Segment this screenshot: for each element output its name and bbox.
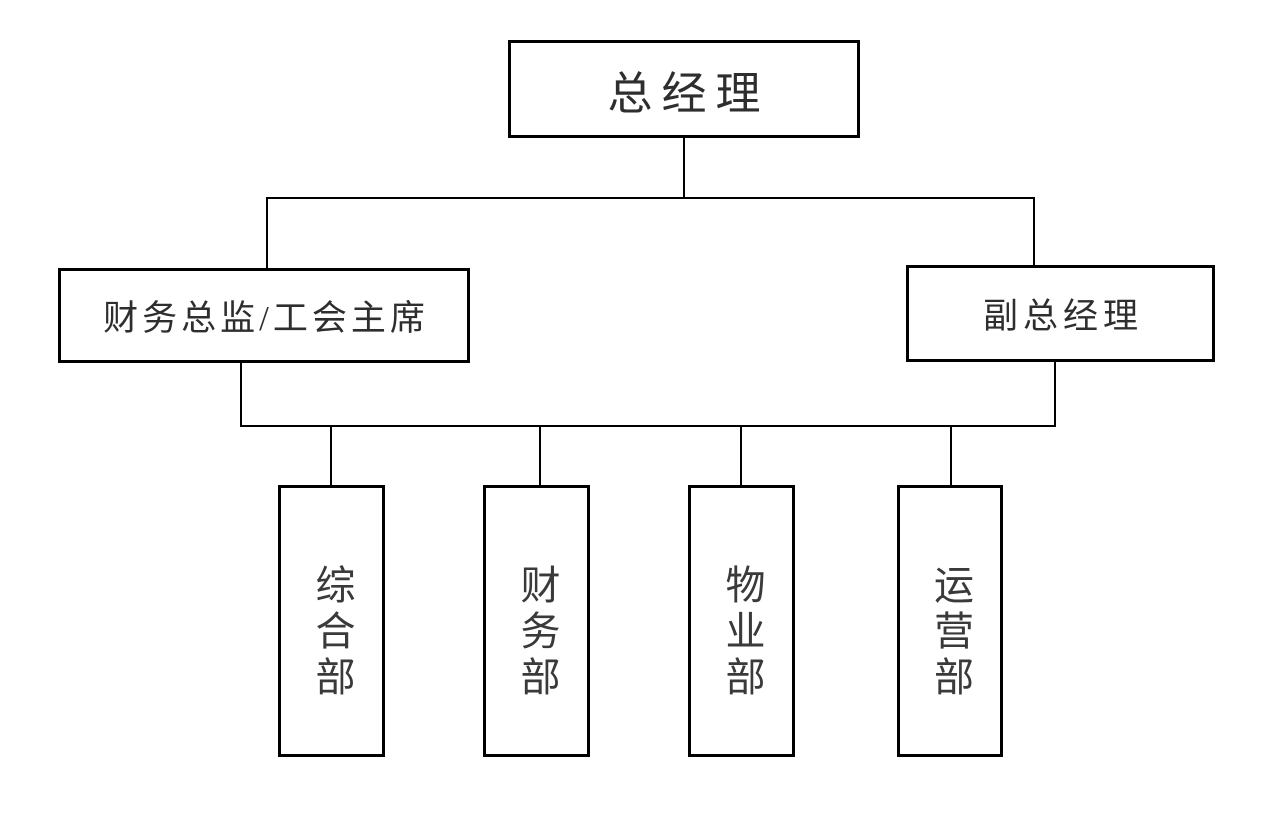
- node-deputy-general-manager-label: 副总经理: [982, 297, 1143, 336]
- node-finance-director-union-chairman: 财务总监/工会主席: [58, 268, 470, 363]
- node-general-affairs-dept-label: 综合部: [309, 564, 355, 702]
- node-operations-dept: 运营部: [897, 485, 1003, 757]
- node-finance-dept-label: 财务部: [514, 564, 560, 702]
- node-general-manager-label: 总经理: [607, 68, 770, 119]
- node-property-dept-label: 物业部: [719, 564, 765, 702]
- node-deputy-general-manager: 副总经理: [906, 265, 1215, 362]
- node-finance-dept: 财务部: [483, 485, 590, 757]
- node-operations-dept-label: 运营部: [928, 564, 973, 702]
- node-finance-director-union-chairman-label: 财务总监/工会主席: [103, 299, 429, 338]
- node-general-affairs-dept: 综合部: [278, 485, 385, 757]
- node-property-dept: 物业部: [688, 485, 795, 757]
- node-general-manager: 总经理: [508, 40, 860, 138]
